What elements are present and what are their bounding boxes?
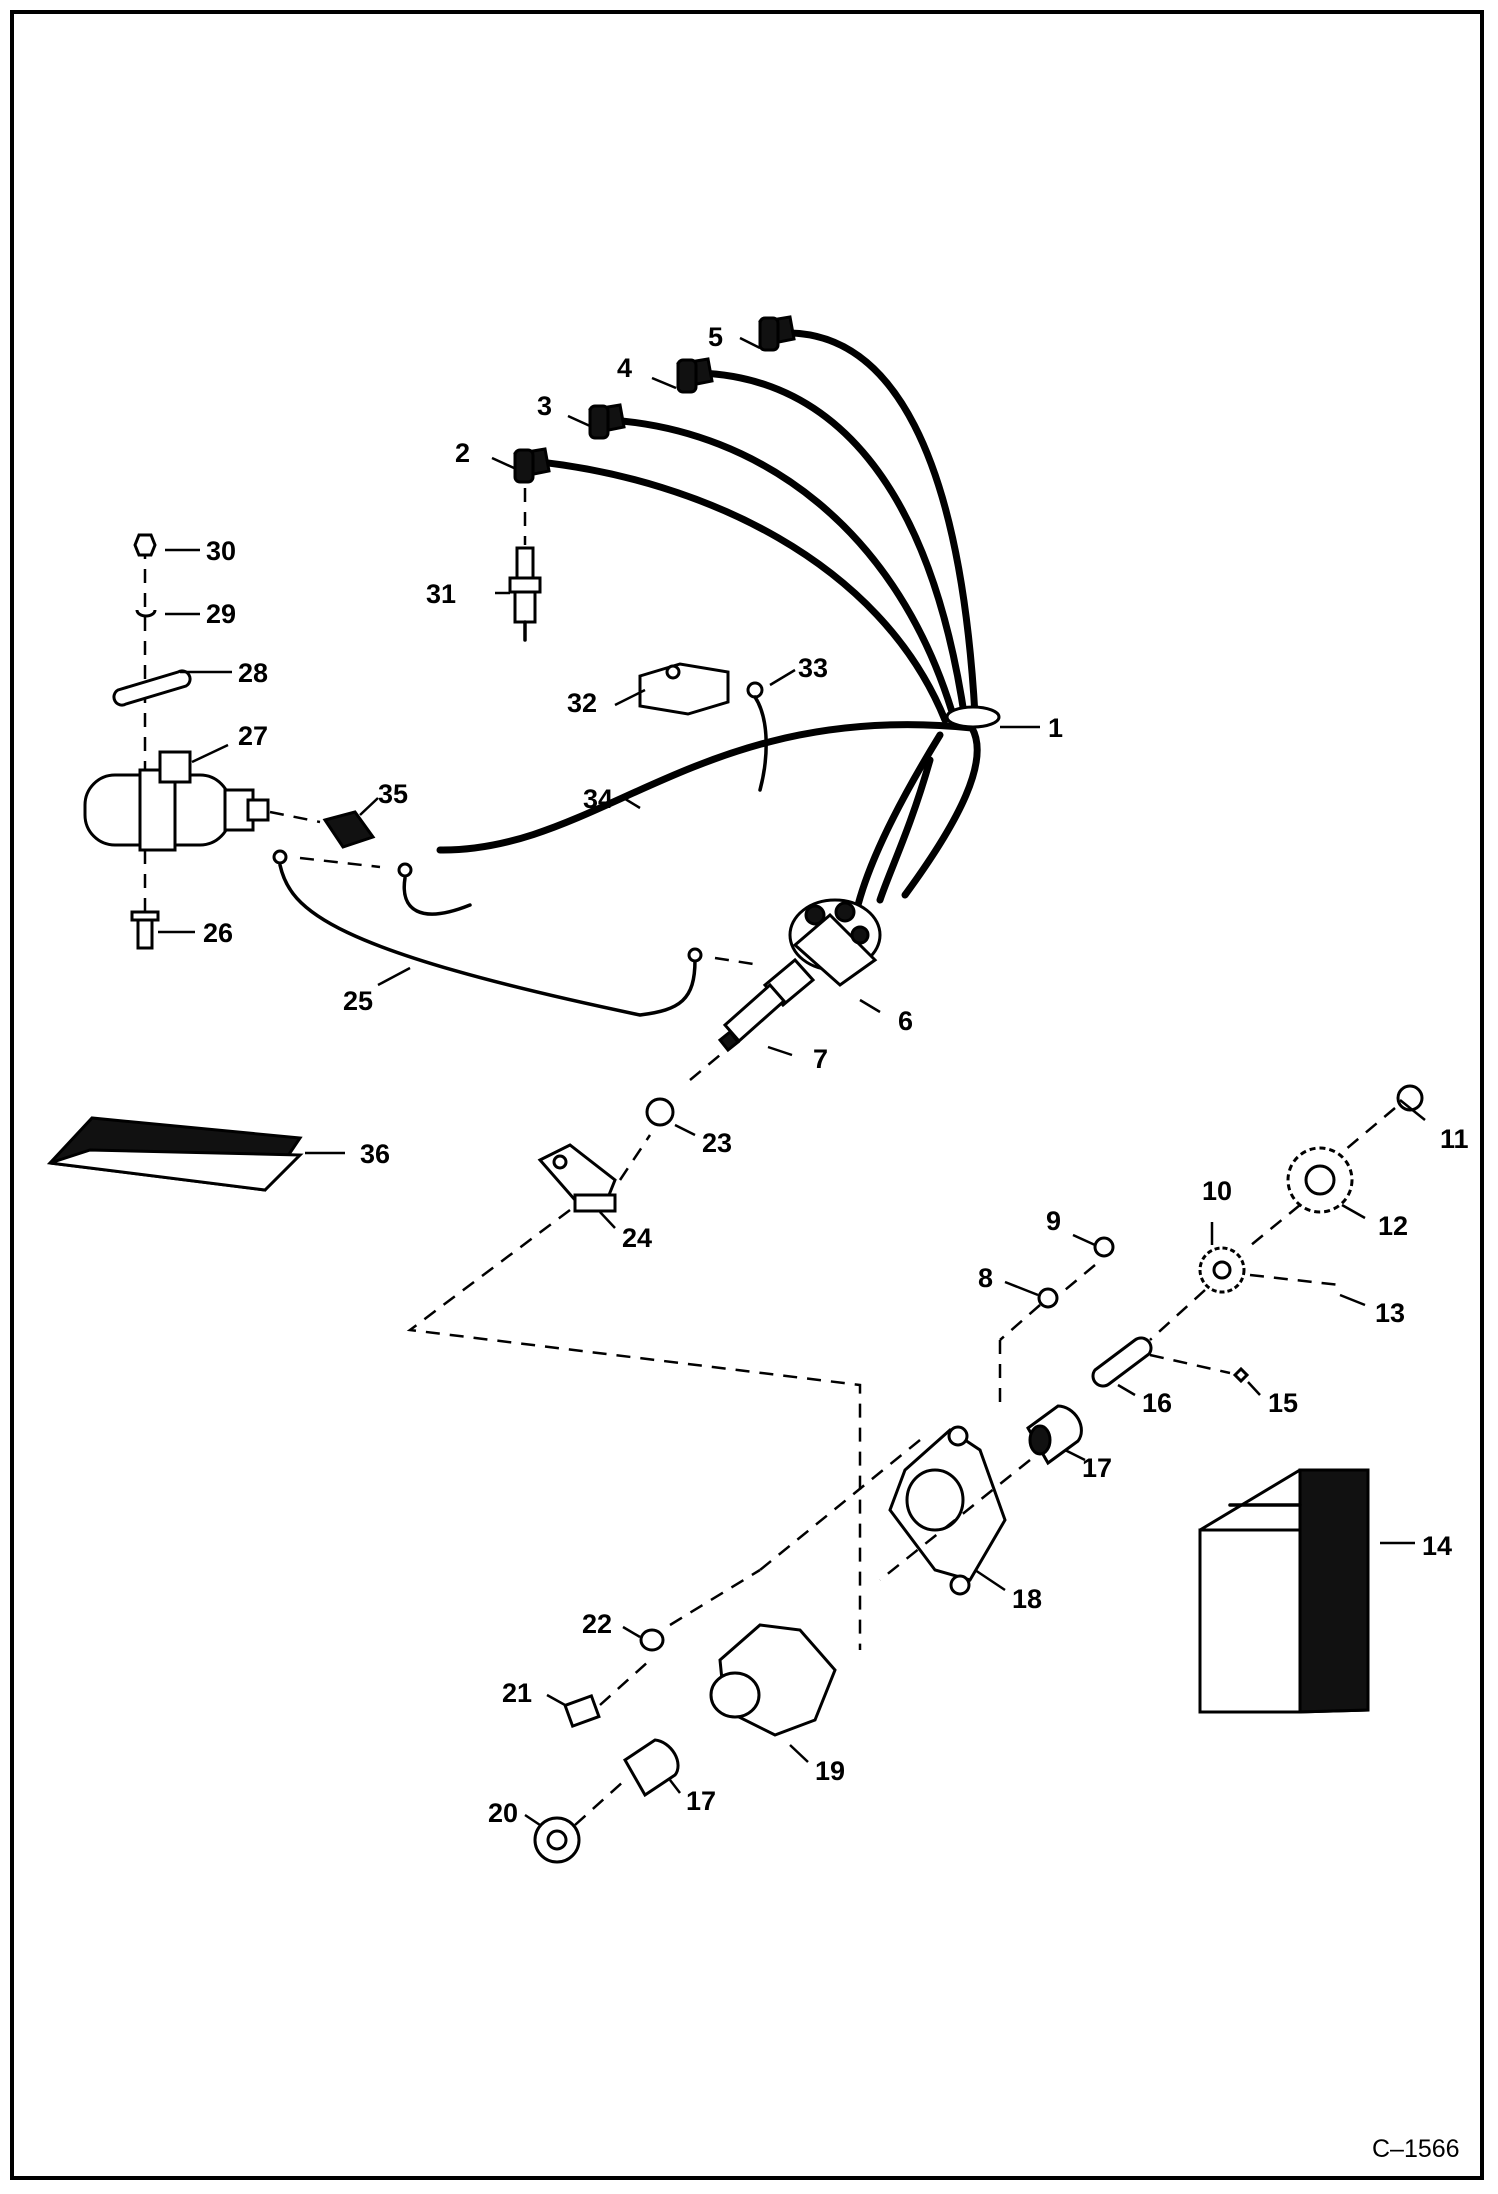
callout-label: 25 [343, 986, 373, 1016]
callout-label: 36 [360, 1139, 390, 1169]
callout-labels: 1 2 3 4 5 6 7 8 9 10 11 12 13 14 15 16 1… [203, 322, 1469, 1828]
callout-label: 31 [426, 579, 456, 609]
callout-label: 18 [1012, 1584, 1042, 1614]
callout-label: 10 [1202, 1176, 1232, 1206]
callout-label: 3 [537, 391, 552, 421]
distributor-clamp [537, 1143, 617, 1213]
coil-hardware [112, 533, 192, 950]
callout-label: 20 [488, 1798, 518, 1828]
callout-label: 9 [1046, 1206, 1061, 1236]
callout-label: 16 [1142, 1388, 1172, 1418]
coil-boot [322, 810, 376, 849]
callout-label: 29 [206, 599, 236, 629]
callout-label: 17 [686, 1786, 716, 1816]
callout-label: 24 [622, 1223, 652, 1253]
ground-wire [272, 849, 703, 1017]
wire-separator [945, 705, 1001, 729]
spark-plug-boots [513, 315, 796, 484]
ignition-wire-harness [436, 329, 1001, 909]
callout-label: 17 [1082, 1453, 1112, 1483]
callout-label: 33 [798, 653, 828, 683]
spark-plug [508, 488, 542, 642]
figure-code: C–1566 [1372, 2135, 1460, 2163]
callout-label: 5 [708, 322, 723, 352]
diagram-frame [10, 10, 1484, 2180]
callout-label: 26 [203, 918, 233, 948]
callout-label: 30 [206, 536, 236, 566]
callout-label: 35 [378, 779, 408, 809]
callout-label: 13 [1375, 1298, 1405, 1328]
callout-label: 32 [567, 688, 597, 718]
ignition-coil [83, 750, 270, 852]
callout-label: 6 [898, 1006, 913, 1036]
callout-label: 34 [583, 784, 613, 814]
callout-label: 23 [702, 1128, 732, 1158]
callout-label: 1 [1048, 713, 1063, 743]
battery-box [1198, 1468, 1370, 1714]
coil-bracket-block [638, 662, 768, 792]
callout-label: 12 [1378, 1211, 1408, 1241]
callout-label: 4 [617, 353, 632, 383]
callout-label: 21 [502, 1678, 532, 1708]
callout-label: 22 [582, 1609, 612, 1639]
callout-label: 27 [238, 721, 268, 751]
callout-label: 28 [238, 658, 268, 688]
callout-label: 11 [1440, 1124, 1469, 1154]
callout-label: 15 [1268, 1388, 1298, 1418]
distributor [717, 898, 882, 1053]
callout-label: 8 [978, 1263, 993, 1293]
decal [46, 1116, 304, 1192]
callout-label: 7 [813, 1044, 828, 1074]
leader-lines [158, 336, 1426, 1827]
o-ring [645, 1097, 675, 1127]
callout-label: 2 [455, 438, 470, 468]
callout-label: 19 [815, 1756, 845, 1786]
callout-label: 14 [1422, 1531, 1452, 1561]
pump-assembly [533, 1084, 1424, 1864]
